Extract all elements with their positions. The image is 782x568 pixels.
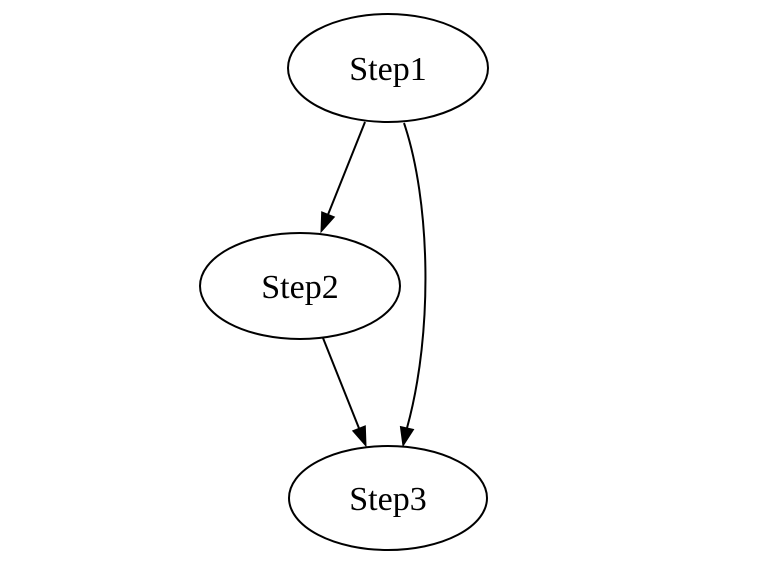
node-step2-ellipse [199, 232, 401, 340]
arrowhead-step2-step3 [351, 425, 367, 448]
edge-step2-step3 [322, 337, 367, 448]
edge-step1-step2-line [327, 121, 366, 215]
arrowhead-step1-step3 [399, 425, 415, 448]
node-step1: Step1 [287, 13, 489, 123]
node-step2: Step2 [199, 232, 401, 340]
node-step3-ellipse [288, 445, 488, 551]
edge-step1-step3 [399, 122, 427, 448]
edge-step2-step3-line [322, 337, 360, 429]
node-step3: Step3 [288, 445, 488, 551]
edge-step1-step2 [320, 121, 366, 234]
node-step1-ellipse [287, 13, 489, 123]
node-step3-label: Step3 [349, 481, 426, 518]
arrowhead-step1-step2 [320, 211, 336, 234]
edge-step1-step3-line [403, 122, 427, 429]
node-step2-label: Step2 [261, 269, 338, 306]
node-step1-label: Step1 [349, 51, 426, 88]
